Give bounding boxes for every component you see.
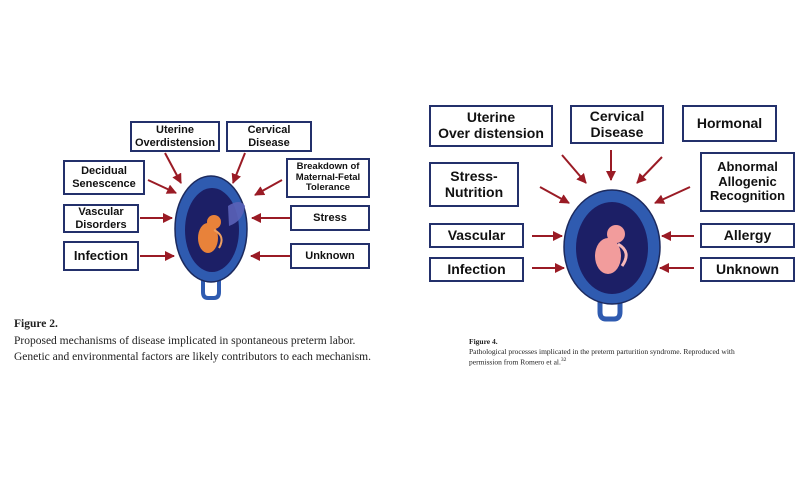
box-cervical-disease: Cervical Disease (226, 121, 312, 152)
figure-2-caption-text: Proposed mechanisms of disease implicate… (14, 334, 372, 364)
box-r-vascular: Vascular (429, 223, 524, 248)
figure-4-label: Figure 4. (469, 337, 498, 346)
box-vascular-disorders: Vascular Disorders (63, 204, 139, 233)
cervix-right (597, 298, 623, 322)
uterus-right (563, 189, 661, 322)
box-r-hormonal: Hormonal (682, 105, 777, 142)
box-r-stress-nutrition: Stress- Nutrition (429, 162, 519, 207)
arrow-breakdown (254, 179, 283, 196)
box-breakdown-tolerance: Breakdown of Maternal-Fetal Tolerance (286, 158, 370, 198)
box-infection: Infection (63, 241, 139, 271)
box-r-unknown: Unknown (700, 257, 795, 282)
fetus-right (595, 225, 628, 274)
figure-4-panel: Uterine Over distension Cervical Disease… (400, 0, 800, 502)
figure-4-caption-ref: 32 (560, 356, 567, 363)
figure-4-caption-body: Pathological processes implicated in the… (469, 346, 735, 366)
arrow-r-allogenic (654, 186, 691, 204)
figure-2-panel: Uterine Overdistension Cervical Disease … (14, 121, 394, 366)
figure-4-drawing (532, 150, 694, 322)
arrows-left (140, 152, 290, 261)
box-uterine-overdistension: Uterine Overdistension (130, 121, 220, 152)
arrows-right (532, 150, 694, 273)
figure-4-caption: Figure 4. Pathological processes implica… (469, 337, 769, 367)
figure-4-caption-text: Pathological processes implicated in the… (469, 347, 769, 367)
figure-2-drawing (140, 152, 290, 300)
arrow-cervical (231, 152, 246, 184)
arrow-decidual (147, 179, 177, 194)
box-unknown: Unknown (290, 243, 370, 269)
arrow-r-hormonal (636, 156, 663, 184)
figure-2-label: Figure 2. (14, 318, 58, 330)
box-r-infection: Infection (429, 257, 524, 282)
uterus-left (174, 175, 248, 300)
arrow-uterine (164, 152, 182, 184)
box-stress: Stress (290, 205, 370, 231)
placenta-left (228, 202, 245, 226)
arrow-r-stress (539, 186, 570, 204)
fetus-left (198, 215, 223, 253)
arrow-r-uterine (561, 154, 587, 184)
box-r-cervical-disease: Cervical Disease (570, 105, 664, 144)
box-decidual-senescence: Decidual Senescence (63, 160, 145, 195)
box-r-uterine-over-distension: Uterine Over distension (429, 105, 553, 147)
box-r-allergy: Allergy (700, 223, 795, 248)
cervix-left (201, 280, 221, 300)
figure-2-caption: Figure 2. Proposed mechanisms of disease… (14, 316, 394, 366)
box-r-abnormal-allogenic-recognition: Abnormal Allogenic Recognition (700, 152, 795, 212)
